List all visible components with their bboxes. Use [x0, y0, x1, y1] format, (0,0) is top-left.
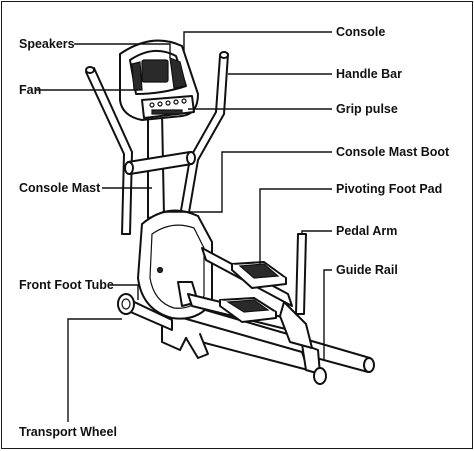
transport-wheel-drawing [301, 343, 327, 385]
foot-pad-drawing [219, 261, 287, 323]
leader-front-foot-tube [110, 284, 139, 300]
leader-lines [36, 31, 332, 422]
leader-speakers [74, 43, 171, 58]
label-front-foot-tube: Front Foot Tube [19, 278, 114, 292]
label-pedal-arm: Pedal Arm [336, 224, 397, 238]
label-guide-rail: Guide Rail [336, 263, 398, 277]
label-console: Console [336, 25, 385, 39]
label-handle-bar: Handle Bar [336, 67, 402, 81]
leader-console-mast-boot [162, 151, 332, 213]
leader-transport-wheel [67, 318, 122, 422]
leader-console [183, 31, 332, 52]
elliptical-machine-illustration [85, 39, 375, 385]
label-speakers: Speakers [19, 37, 75, 51]
label-grip-pulse: Grip pulse [336, 102, 398, 116]
console-drawing [119, 39, 199, 121]
base-frame-drawing [161, 311, 309, 371]
front-foot-tube-drawing [117, 293, 173, 331]
leader-pivoting-foot-pad [259, 188, 332, 264]
label-fan: Fan [19, 83, 41, 97]
leader-pedal-arm [301, 230, 332, 234]
labels: Speakers Fan Console Mast Front Foot Tub… [19, 25, 450, 439]
label-transport-wheel: Transport Wheel [19, 425, 117, 439]
label-pivoting-foot-pad: Pivoting Foot Pad [336, 182, 442, 196]
leader-guide-rail [323, 269, 332, 360]
label-console-mast-boot: Console Mast Boot [336, 145, 450, 159]
label-console-mast: Console Mast [19, 181, 101, 195]
